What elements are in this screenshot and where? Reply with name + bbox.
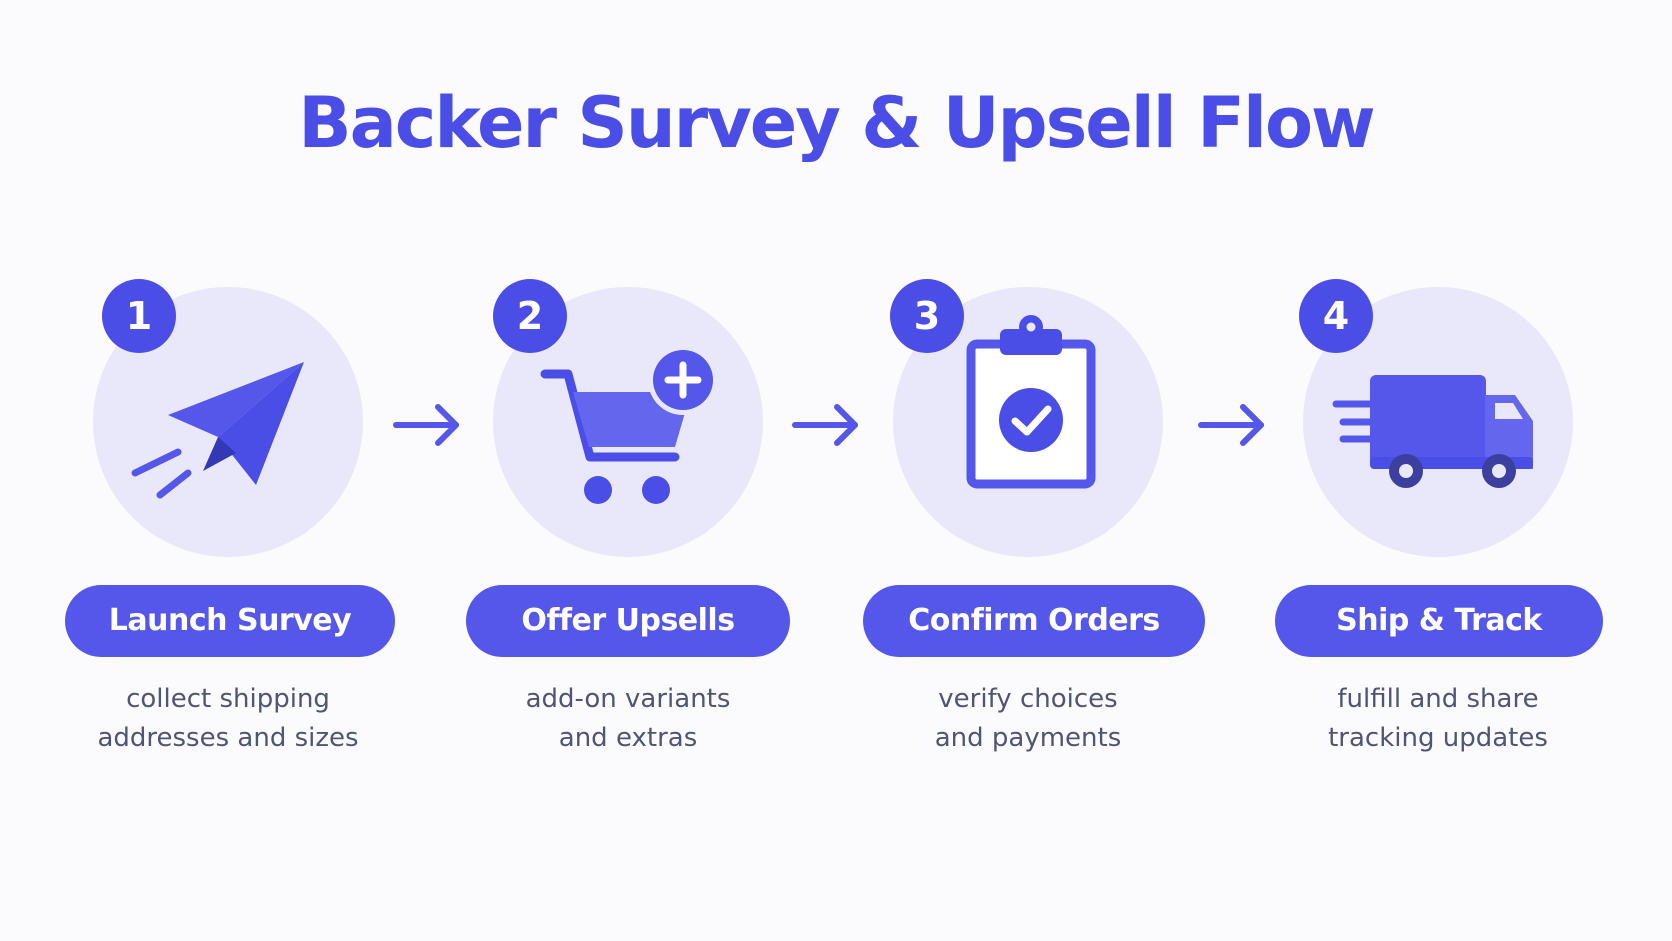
step-label-pill: Offer Upsells (466, 585, 790, 657)
step-description-line: tracking updates (1328, 723, 1548, 753)
step-description-line: collect shipping (126, 684, 330, 714)
step-description: collect shipping addresses and sizes (48, 680, 408, 758)
step-description-line: and extras (558, 723, 698, 753)
step-number-badge: 1 (102, 279, 176, 353)
step-label-pill: Confirm Orders (863, 585, 1205, 657)
page-title: Backer Survey & Upsell Flow (298, 82, 1375, 164)
paper-plane-icon (131, 362, 304, 499)
step-number-badge: 4 (1299, 279, 1373, 353)
step-description: add-on variants and extras (448, 680, 808, 758)
cart-plus-icon (540, 345, 718, 504)
step-description-line: add-on variants (525, 684, 731, 714)
delivery-truck-icon (1332, 375, 1533, 488)
step-description-line: verify choices (938, 684, 1118, 714)
arrow-right-icon (393, 404, 459, 446)
step-description: verify choices and payments (848, 680, 1208, 758)
step-number-badge: 3 (890, 279, 964, 353)
step-description: fulfill and share tracking updates (1258, 680, 1618, 758)
step-number-badge: 2 (493, 279, 567, 353)
step-description-line: and payments (934, 723, 1122, 753)
step-label-pill: Ship & Track (1275, 585, 1603, 657)
arrow-right-icon (1198, 404, 1264, 446)
step-label-pill: Launch Survey (65, 585, 395, 657)
step-description-line: fulfill and share (1337, 684, 1539, 714)
step-description-line: addresses and sizes (97, 723, 359, 753)
clipboard-check-icon (966, 315, 1096, 489)
arrow-right-icon (792, 404, 858, 446)
